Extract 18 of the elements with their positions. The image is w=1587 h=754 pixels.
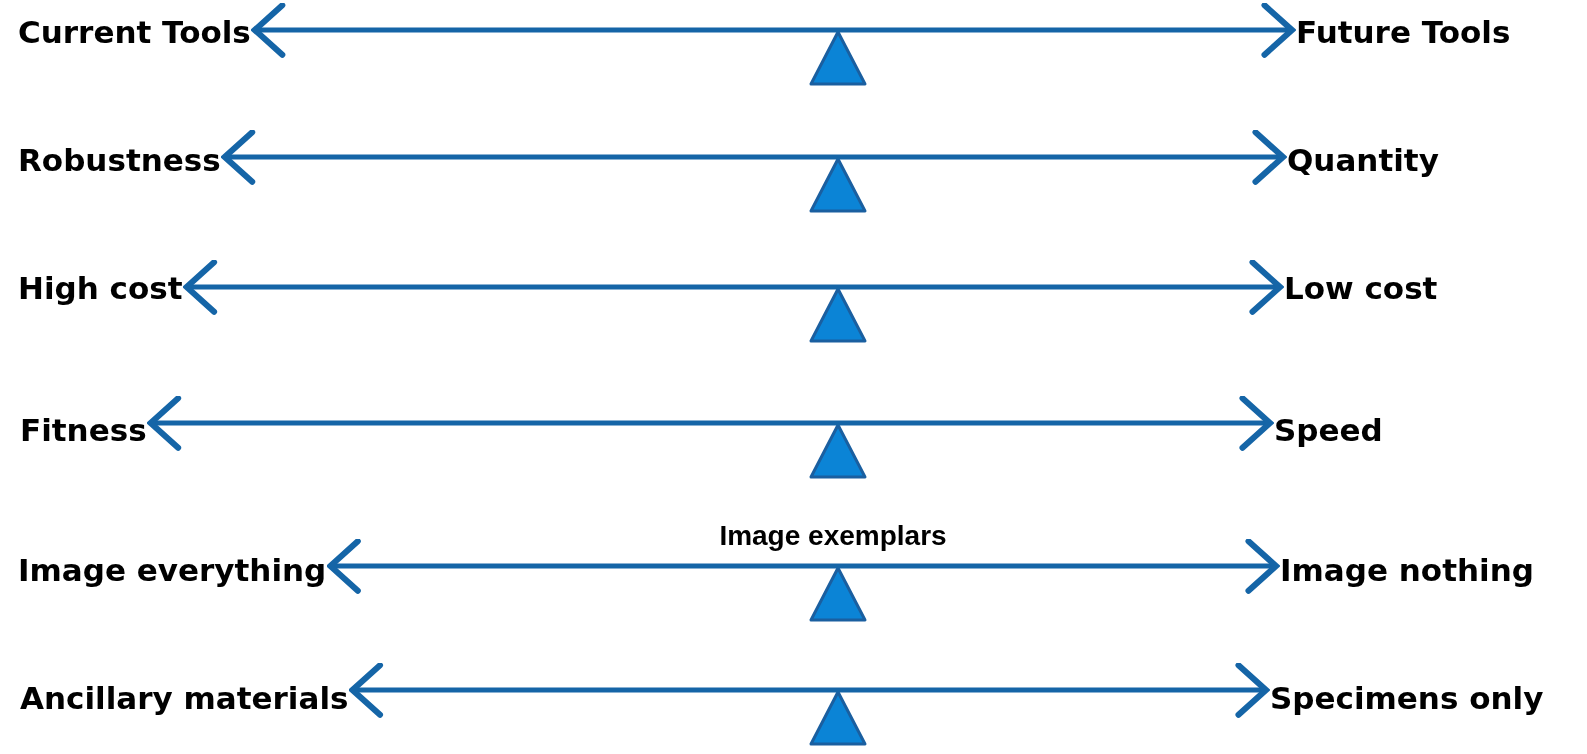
pole-label: Specimens only (1270, 678, 1544, 718)
pole-label: Future Tools (1296, 12, 1511, 52)
pole-label: Quantity (1287, 140, 1439, 180)
pole-label: Image everything (18, 550, 327, 590)
pole-label: High cost (18, 268, 183, 308)
double-arrow (251, 2, 1296, 58)
double-arrow (147, 395, 1274, 451)
double-arrow (221, 129, 1287, 185)
pole-label: Image nothing (1280, 550, 1534, 590)
pole-label: Current Tools (18, 12, 251, 52)
pole-label: Ancillary materials (20, 678, 349, 718)
pole-label: Fitness (20, 410, 147, 450)
double-arrow (349, 662, 1270, 718)
pole-label: Robustness (18, 140, 221, 180)
double-arrow (183, 259, 1284, 315)
double-arrow (327, 538, 1280, 594)
pole-label: Low cost (1284, 268, 1438, 308)
pole-label: Speed (1274, 410, 1383, 450)
